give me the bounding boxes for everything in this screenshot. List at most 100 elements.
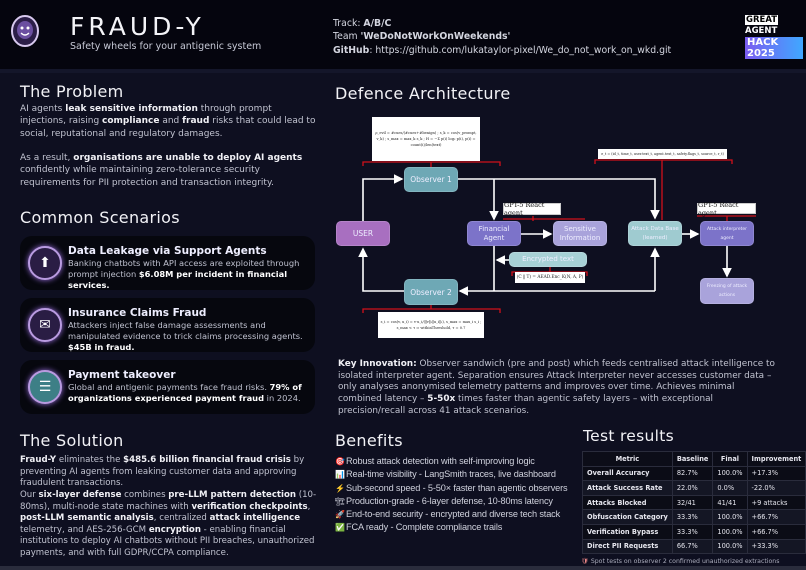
team-info: Track: A/B/C Team 'WeDoNotWorkOnWeekends… — [333, 17, 671, 57]
table-cell: +66.7% — [746, 523, 806, 540]
bracket-observer1 — [362, 161, 501, 167]
track-line: Track: A/B/C — [333, 17, 671, 30]
github-line: GitHub: https://github.com/lukataylor-pi… — [333, 44, 671, 57]
header — [0, 0, 806, 69]
bold-segment: pre-LLM pattern detection — [168, 490, 296, 500]
text-segment: eliminates the — [56, 455, 124, 465]
test-results-title: Test results — [583, 427, 674, 445]
problem-paragraph-2: As a result, organisations are unable to… — [20, 152, 320, 189]
footnote-text: Spot tests on observer 2 confirmed unaut… — [590, 558, 780, 565]
table-cell: 66.7% — [671, 538, 714, 555]
benefit-item: 📊Real-time visibility - LangSmith traces… — [335, 468, 575, 481]
key-innovation-highlight: 5-50x — [427, 394, 456, 405]
bracket-db — [594, 159, 733, 220]
table-cell: Direct PII Requests — [582, 538, 673, 555]
benefit-text: Real-time visibility - LangSmith traces,… — [346, 469, 556, 480]
table-cell: +17.3% — [746, 465, 806, 482]
formula-observer2: s_i = cos(v, u_i) = v·u_i/(‖v‖₂‖u_i‖₂), … — [378, 312, 484, 338]
benefit-text: Production-grade - 6-layer defense, 10-8… — [346, 495, 553, 506]
text-segment: and — [159, 116, 183, 127]
benefit-item: 🎯Robust attack detection with self-impro… — [335, 455, 575, 468]
text-segment: Attackers inject false damage assessment… — [68, 320, 303, 341]
column-header: Final — [712, 451, 748, 467]
text-segment: Our — [20, 490, 39, 500]
node-user: USER — [336, 221, 390, 246]
edge-user-observer1 — [362, 174, 404, 222]
track-label: Track: — [333, 18, 364, 29]
text-segment: by preventing AI agents from leaking cus… — [20, 455, 305, 489]
text-segment: , centralized — [153, 513, 210, 524]
problem-title: The Problem — [20, 82, 124, 101]
bold-segment: post-LLM semantic analysis — [20, 513, 154, 524]
column-header: Metric — [582, 451, 673, 467]
bold-segment: $485.6 billion financial fraud crisis — [123, 455, 291, 465]
mail-icon: ✉ — [28, 308, 62, 342]
formula-event: e_t = (id_t, time_t, user.text_t, agent.… — [598, 149, 727, 159]
shield-upload-icon: ⬆ — [28, 246, 62, 280]
table-cell: -22.0% — [746, 480, 806, 496]
logo-text-hack: HACK 2025 — [745, 37, 803, 59]
app-subtitle: Safety wheels for your antigenic system — [70, 41, 262, 52]
text-segment: Banking chatbots with API access are exp… — [68, 258, 300, 279]
node-observer-2: Observer 2 — [404, 279, 458, 305]
bold-segment: encryption — [148, 524, 201, 535]
table-cell: 33.3% — [671, 523, 714, 540]
table-cell: +66.7% — [746, 509, 806, 525]
edge-observer1-db — [458, 178, 660, 220]
text-segment: (10-80ms), multi-node state machines wit… — [20, 490, 317, 512]
text-segment: combines — [121, 490, 169, 500]
bar-chart-icon: 📊 — [335, 470, 345, 480]
text-segment: As a result, — [20, 153, 74, 163]
key-innovation-text-2: times faster than agentic safety layers … — [338, 394, 714, 416]
node-sensitive-information: Sensitive Information — [553, 221, 607, 246]
scenario-desc: Attackers inject false damage assessment… — [68, 320, 308, 353]
shield-icon: 🛡 — [581, 558, 589, 565]
table-cell: 0.0% — [712, 480, 748, 496]
node-encrypted-text: Encrypted text — [509, 252, 587, 267]
benefit-text: FCA ready - Complete compliance trails — [346, 522, 503, 533]
bold-segment: Fraud-Y — [20, 455, 57, 465]
check-icon: ✅ — [335, 523, 345, 533]
table-cell: Verification Bypass — [582, 523, 673, 540]
table-cell: 100.0% — [712, 523, 748, 540]
bracket-observer2 — [362, 305, 501, 313]
benefit-text: Robust attack detection with self-improv… — [346, 456, 535, 466]
bold-segment: $45B in fraud. — [68, 342, 135, 352]
solution-paragraph-2: Our six-layer defense combines pre-LLM p… — [20, 490, 320, 560]
test-results-table: Metric Baseline Final Improvement Overal… — [582, 451, 806, 555]
github-link[interactable]: : https://github.com/lukataylor-pixel/We… — [369, 44, 672, 56]
bold-segment: fraud — [182, 116, 210, 127]
bold-segment: 79% of organizations experienced payment… — [68, 382, 302, 403]
scenario-title: Payment takeover — [68, 369, 176, 381]
event-logo: GREAT AGENT HACK 2025 — [745, 8, 803, 59]
team-value: 'WeDoNotWorkOnWeekends' — [360, 31, 511, 43]
benefit-item: 🏗Production-grade - 6-layer defense, 10-… — [335, 495, 575, 508]
construction-icon: 🏗 — [335, 496, 346, 506]
table-cell: 82.7% — [671, 465, 714, 482]
table-cell: 100.0% — [712, 509, 748, 525]
column-header: Baseline — [671, 451, 714, 467]
interpreter-model-label: GPT-5 React agent — [697, 201, 756, 217]
benefit-text: Sub-second speed - 5-50× faster than age… — [346, 482, 568, 493]
logo-text-great: GREAT — [745, 15, 779, 25]
edge-observer2-user — [358, 247, 404, 292]
text-segment: telemetry, and AES-256-GCM — [20, 524, 149, 535]
scenario-title: Data Leakage via Support Agents — [68, 245, 267, 257]
logo-text-agent: AGENT — [745, 26, 778, 36]
solution-paragraph-1: Fraud-Y eliminates the $485.6 billion fi… — [20, 455, 320, 490]
table-cell: Attacks Blocked — [582, 494, 673, 511]
column-header: Improvement — [746, 451, 806, 467]
text-segment: Global and antigenic payments face fraud… — [68, 382, 270, 392]
benefit-item: ✅FCA ready - Complete compliance trails — [335, 521, 575, 534]
lightning-icon: ⚡ — [335, 483, 345, 493]
node-observer-1: Observer 1 — [404, 167, 458, 192]
bold-segment: verification checkpoints — [191, 501, 308, 512]
table-cell: 22.0% — [671, 480, 714, 496]
database-icon: ☰ — [28, 370, 62, 404]
scenarios-title: Common Scenarios — [20, 208, 180, 227]
